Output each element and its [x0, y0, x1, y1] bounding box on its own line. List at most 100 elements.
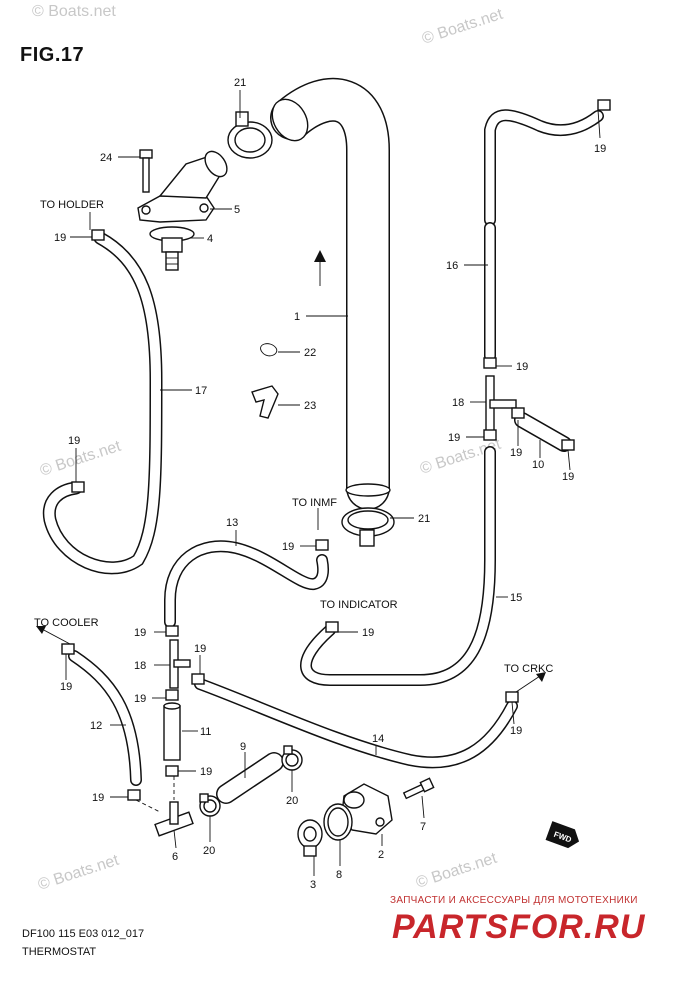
callout-19-m1: 19: [134, 627, 146, 639]
clamp-19-l: [191, 673, 205, 685]
hose-part-14: [194, 678, 518, 769]
clamp-19-b: [71, 481, 85, 493]
hose-part-1: [270, 78, 391, 510]
bolt-part-24: [139, 149, 153, 193]
clamp-part-21-bottom: [341, 507, 395, 547]
hose-part-13: [164, 540, 329, 628]
callout-6: 6: [172, 851, 178, 863]
callout-19-m4: 19: [200, 766, 212, 778]
clamp-part-20-left: [199, 793, 221, 817]
label-to-holder: TO HOLDER: [40, 199, 104, 211]
callout-19-m5: 19: [92, 792, 104, 804]
callout-20-right: 20: [286, 795, 298, 807]
label-to-crkc: TO CRKC: [504, 663, 553, 675]
callout-2: 2: [378, 849, 384, 861]
callout-20-left: 20: [203, 845, 215, 857]
hose-part-9: [216, 752, 284, 804]
hose-part-16: [484, 109, 604, 362]
clamp-19-d: [483, 357, 497, 369]
callout-19-m2: 19: [134, 693, 146, 705]
callout-18-right: 18: [452, 397, 464, 409]
to-crkc-arrowhead: [536, 672, 546, 682]
callout-11: 11: [200, 726, 211, 738]
callout-19-left-mid: 19: [68, 435, 80, 447]
valve-part-3: [297, 819, 323, 857]
clamp-19-g: [561, 439, 575, 451]
hose-part-10: [514, 412, 572, 452]
callout-22: 22: [304, 347, 316, 359]
thermostat-part-4: [149, 226, 195, 271]
callout-numbers: 21 24 5 4 19 1 22 23 17 19 16 19 18 19 1…: [54, 77, 606, 891]
callout-23: 23: [304, 400, 316, 412]
hose-part-11: [163, 702, 181, 761]
fwd-marker: FWD: [545, 821, 580, 849]
callout-19-crkc: 19: [510, 725, 522, 737]
footer-diagram-code: DF100 115 E03 012_017: [22, 928, 145, 940]
leader-lines: [65, 90, 601, 876]
bolt-part-7: [402, 777, 435, 800]
annotation-labels: TO HOLDER TO INMF TO INDICATOR TO COOLER…: [34, 199, 553, 675]
hose-part-15: [300, 446, 496, 686]
callout-15: 15: [510, 592, 522, 604]
callout-19-r4: 19: [562, 471, 574, 483]
clamp-19-o: [165, 765, 179, 777]
callout-3: 3: [310, 879, 316, 891]
watermark-bottom-right: © Boats.net: [414, 850, 500, 892]
callout-9: 9: [240, 741, 246, 753]
label-to-indicator: TO INDICATOR: [320, 599, 398, 611]
callout-19-cooler: 19: [60, 681, 72, 693]
o-ring-part-8: [323, 803, 353, 841]
brand-tagline: ЗАПЧАСТИ И АКСЕССУАРЫ ДЛЯ МОТОТЕХНИКИ: [390, 895, 638, 906]
clamp-19-h: [315, 539, 329, 551]
callout-8: 8: [336, 869, 342, 881]
callout-5: 5: [234, 204, 240, 216]
watermark-top-right: © Boats.net: [420, 6, 506, 48]
callout-19-r1: 19: [516, 361, 528, 373]
watermark-top-left: © Boats.net: [32, 3, 116, 20]
assembly-dashed-lines: [135, 776, 175, 813]
callout-4: 4: [207, 233, 213, 245]
callout-24: 24: [100, 152, 112, 164]
tee-joint-part-18-right: [485, 375, 517, 433]
callout-17: 17: [195, 385, 207, 397]
valve-housing-part-2: [341, 783, 393, 835]
clamp-19-k: [165, 689, 179, 701]
bracket-part-23: [251, 385, 279, 419]
callout-18-left: 18: [134, 660, 146, 672]
clamp-part-21-top: [227, 111, 273, 159]
callout-16: 16: [446, 260, 458, 272]
label-to-inmf: TO INMF: [292, 497, 337, 509]
footer-diagram-title: THERMOSTAT: [22, 946, 97, 958]
watermark-mid-left: © Boats.net: [38, 438, 124, 480]
direction-arrows: [36, 212, 546, 693]
clamp-19-p: [127, 789, 141, 801]
callout-19-r2: 19: [448, 432, 460, 444]
watermark-bottom-left: © Boats.net: [36, 852, 122, 894]
clamp-19-n: [505, 691, 519, 703]
callout-19-holder: 19: [54, 232, 66, 244]
callout-13: 13: [226, 517, 238, 529]
label-to-cooler: TO COOLER: [34, 617, 99, 629]
tee-joint-part-18-left: [169, 639, 191, 689]
clamp-19-a: [91, 229, 105, 241]
callout-19-indicator: 19: [362, 627, 374, 639]
clamp-19-e: [483, 429, 497, 441]
callout-21-top: 21: [234, 77, 246, 89]
clamps-part-19: [61, 99, 611, 801]
clamp-19-j: [165, 625, 179, 637]
clamp-19-i: [325, 621, 339, 633]
clamp-19-c: [597, 99, 611, 111]
callout-19-r3: 19: [510, 447, 522, 459]
callout-12: 12: [90, 720, 102, 732]
callout-10: 10: [532, 459, 544, 471]
to-cooler-arrow-line: [39, 627, 71, 645]
thermostat-cover-part-5: [137, 150, 228, 223]
clip-part-22: [260, 343, 278, 357]
callout-1: 1: [294, 311, 300, 323]
callout-14: 14: [372, 733, 384, 745]
callout-7: 7: [420, 821, 426, 833]
tee-fitting-part-6: [154, 801, 194, 837]
brand-logo: PARTSFOR.RU: [392, 908, 646, 946]
